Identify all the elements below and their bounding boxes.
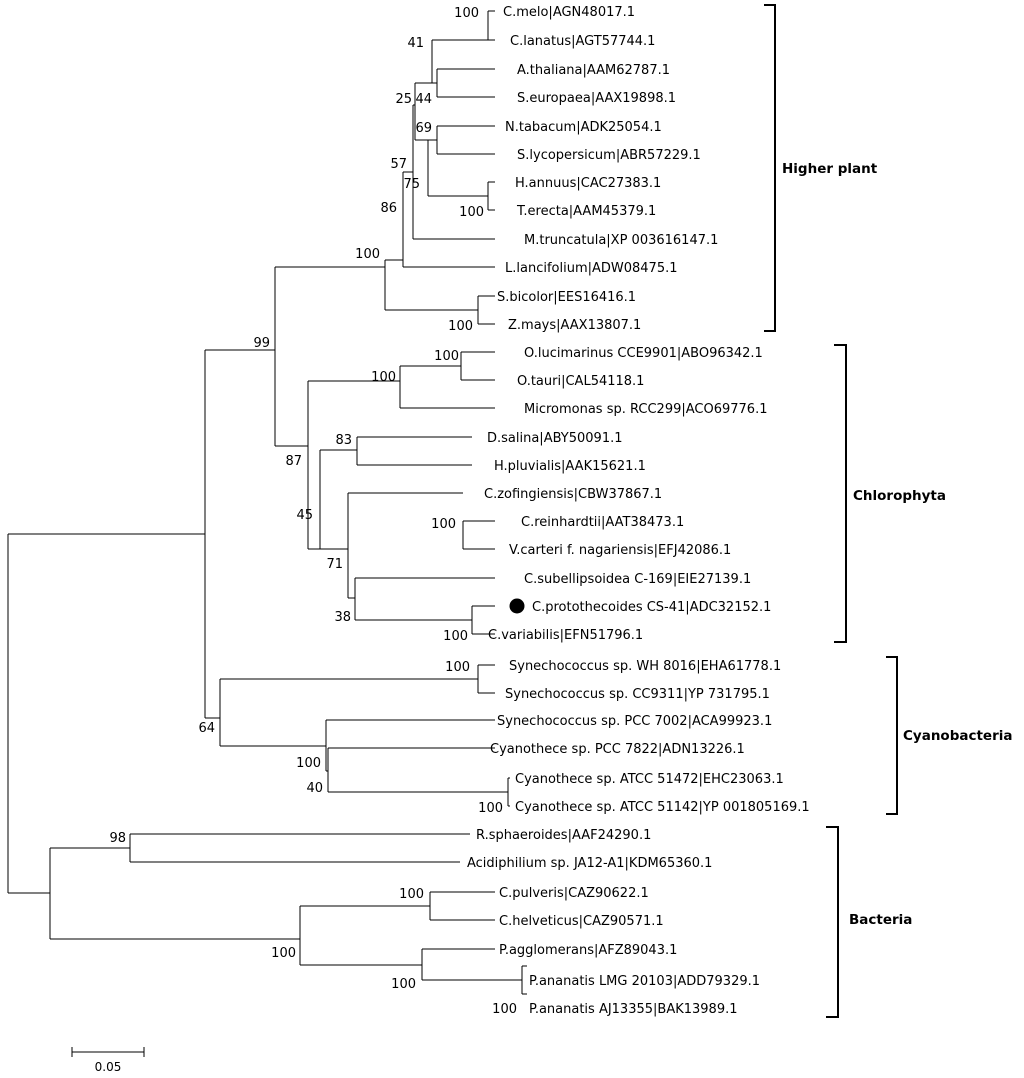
bootstrap-value: 83	[335, 433, 352, 448]
bootstrap-value: 40	[306, 781, 323, 796]
leaf-label: R.sphaeroides|AAF24290.1	[476, 828, 651, 843]
leaf-label: N.tabacum|ADK25054.1	[505, 120, 662, 135]
bootstrap-value: 69	[415, 121, 432, 136]
clade-label-bacteria: Bacteria	[849, 912, 912, 928]
clade-bracket	[764, 4, 776, 332]
leaf-label: Synechococcus sp. WH 8016|EHA61778.1	[509, 659, 781, 674]
scale-bar-label: 0.05	[95, 1060, 122, 1074]
bootstrap-values: 100 41 25 44 69 57 75 100 86 100 100 99 …	[109, 6, 517, 1017]
leaf-label: V.carteri f. nagariensis|EFJ42086.1	[509, 543, 731, 558]
leaf-label: Cyanothece sp. ATCC 51142|YP 001805169.1	[515, 800, 810, 815]
bootstrap-value: 57	[390, 157, 407, 172]
leaf-label: C.melo|AGN48017.1	[503, 5, 635, 20]
leaf-label: Z.mays|AAX13807.1	[508, 318, 641, 333]
leaf-label: C.zofingiensis|CBW37867.1	[484, 487, 662, 502]
bootstrap-value: 100	[431, 517, 456, 532]
bootstrap-value: 45	[296, 508, 313, 523]
clade-labels: Higher plant Chlorophyta Cyanobacteria B…	[782, 161, 1012, 928]
clade-label-chlorophyta: Chlorophyta	[853, 488, 946, 504]
highlight-dot	[509, 598, 525, 614]
bootstrap-value: 87	[285, 454, 302, 469]
leaf-label: A.thaliana|AAM62787.1	[517, 63, 670, 78]
leaf-label: C.subellipsoidea C-169|EIE27139.1	[524, 572, 751, 587]
tree-branches	[7, 10, 527, 995]
bootstrap-value: 99	[253, 336, 270, 351]
leaf-label: H.pluvialis|AAK15621.1	[494, 459, 646, 474]
bootstrap-value: 100	[296, 756, 321, 771]
clade-bracket	[826, 826, 839, 1018]
leaf-label: C.protothecoides CS-41|ADC32152.1	[532, 600, 771, 615]
bootstrap-value: 38	[334, 610, 351, 625]
bootstrap-value: 100	[355, 247, 380, 262]
leaf-label: C.reinhardtii|AAT38473.1	[521, 515, 684, 530]
leaf-label: P.ananatis AJ13355|BAK13989.1	[529, 1002, 738, 1017]
bootstrap-value: 100	[371, 370, 396, 385]
leaf-label: Synechococcus sp. CC9311|YP 731795.1	[505, 687, 770, 702]
bootstrap-value: 100	[434, 349, 459, 364]
leaf-label: C.lanatus|AGT57744.1	[510, 34, 655, 49]
bootstrap-value: 100	[448, 319, 473, 334]
leaf-label: Acidiphilium sp. JA12-A1|KDM65360.1	[467, 856, 712, 871]
leaf-label: C.helveticus|CAZ90571.1	[499, 914, 664, 929]
leaf-label: Synechococcus sp. PCC 7002|ACA99923.1	[497, 714, 772, 729]
leaf-label: H.annuus|CAC27383.1	[515, 176, 661, 191]
bootstrap-value: 100	[454, 6, 479, 21]
leaf-label: O.tauri|CAL54118.1	[517, 374, 644, 389]
bootstrap-value: 41	[407, 36, 424, 51]
bootstrap-value: 44	[415, 92, 432, 107]
leaf-label: S.europaea|AAX19898.1	[517, 91, 676, 106]
leaf-label: S.lycopersicum|ABR57229.1	[517, 148, 701, 163]
leaf-label: P.agglomerans|AFZ89043.1	[499, 943, 677, 958]
bootstrap-value: 25	[395, 92, 412, 107]
leaf-label: Micromonas sp. RCC299|ACO69776.1	[524, 402, 767, 417]
bootstrap-value: 98	[109, 831, 126, 846]
bootstrap-value: 100	[443, 629, 468, 644]
bootstrap-value: 100	[399, 887, 424, 902]
leaf-label: C.variabilis|EFN51796.1	[488, 628, 643, 643]
leaf-label: O.lucimarinus CCE9901|ABO96342.1	[524, 346, 763, 361]
bootstrap-value: 71	[326, 557, 343, 572]
leaf-label: C.pulveris|CAZ90622.1	[499, 886, 649, 901]
bootstrap-value: 75	[403, 177, 420, 192]
leaf-label: D.salina|ABY50091.1	[487, 431, 623, 446]
bootstrap-value: 100	[459, 205, 484, 220]
clade-bracket	[886, 656, 898, 815]
clade-brackets	[764, 4, 898, 1018]
leaf-labels: C.melo|AGN48017.1 C.lanatus|AGT57744.1 A…	[467, 5, 810, 1017]
clade-bracket	[834, 344, 847, 643]
leaf-label: M.truncatula|XP 003616147.1	[524, 233, 718, 248]
leaf-label: S.bicolor|EES16416.1	[497, 290, 636, 305]
clade-label-cyanobacteria: Cyanobacteria	[903, 728, 1012, 744]
bootstrap-value: 100	[271, 946, 296, 961]
bootstrap-value: 86	[380, 201, 397, 216]
leaf-label: Cyanothece sp. PCC 7822|ADN13226.1	[490, 742, 745, 757]
bootstrap-value: 100	[391, 977, 416, 992]
clade-label-higher-plant: Higher plant	[782, 161, 878, 177]
leaf-label: P.ananatis LMG 20103|ADD79329.1	[529, 974, 760, 989]
bootstrap-value: 100	[478, 801, 503, 816]
leaf-label: T.erecta|AAM45379.1	[516, 204, 656, 219]
leaf-label: L.lancifolium|ADW08475.1	[505, 261, 678, 276]
leaf-label: Cyanothece sp. ATCC 51472|EHC23063.1	[515, 772, 784, 787]
scale-bar: 0.05	[71, 1047, 145, 1074]
bootstrap-value: 100	[492, 1002, 517, 1017]
bootstrap-value: 64	[198, 721, 215, 736]
bootstrap-value: 100	[445, 660, 470, 675]
